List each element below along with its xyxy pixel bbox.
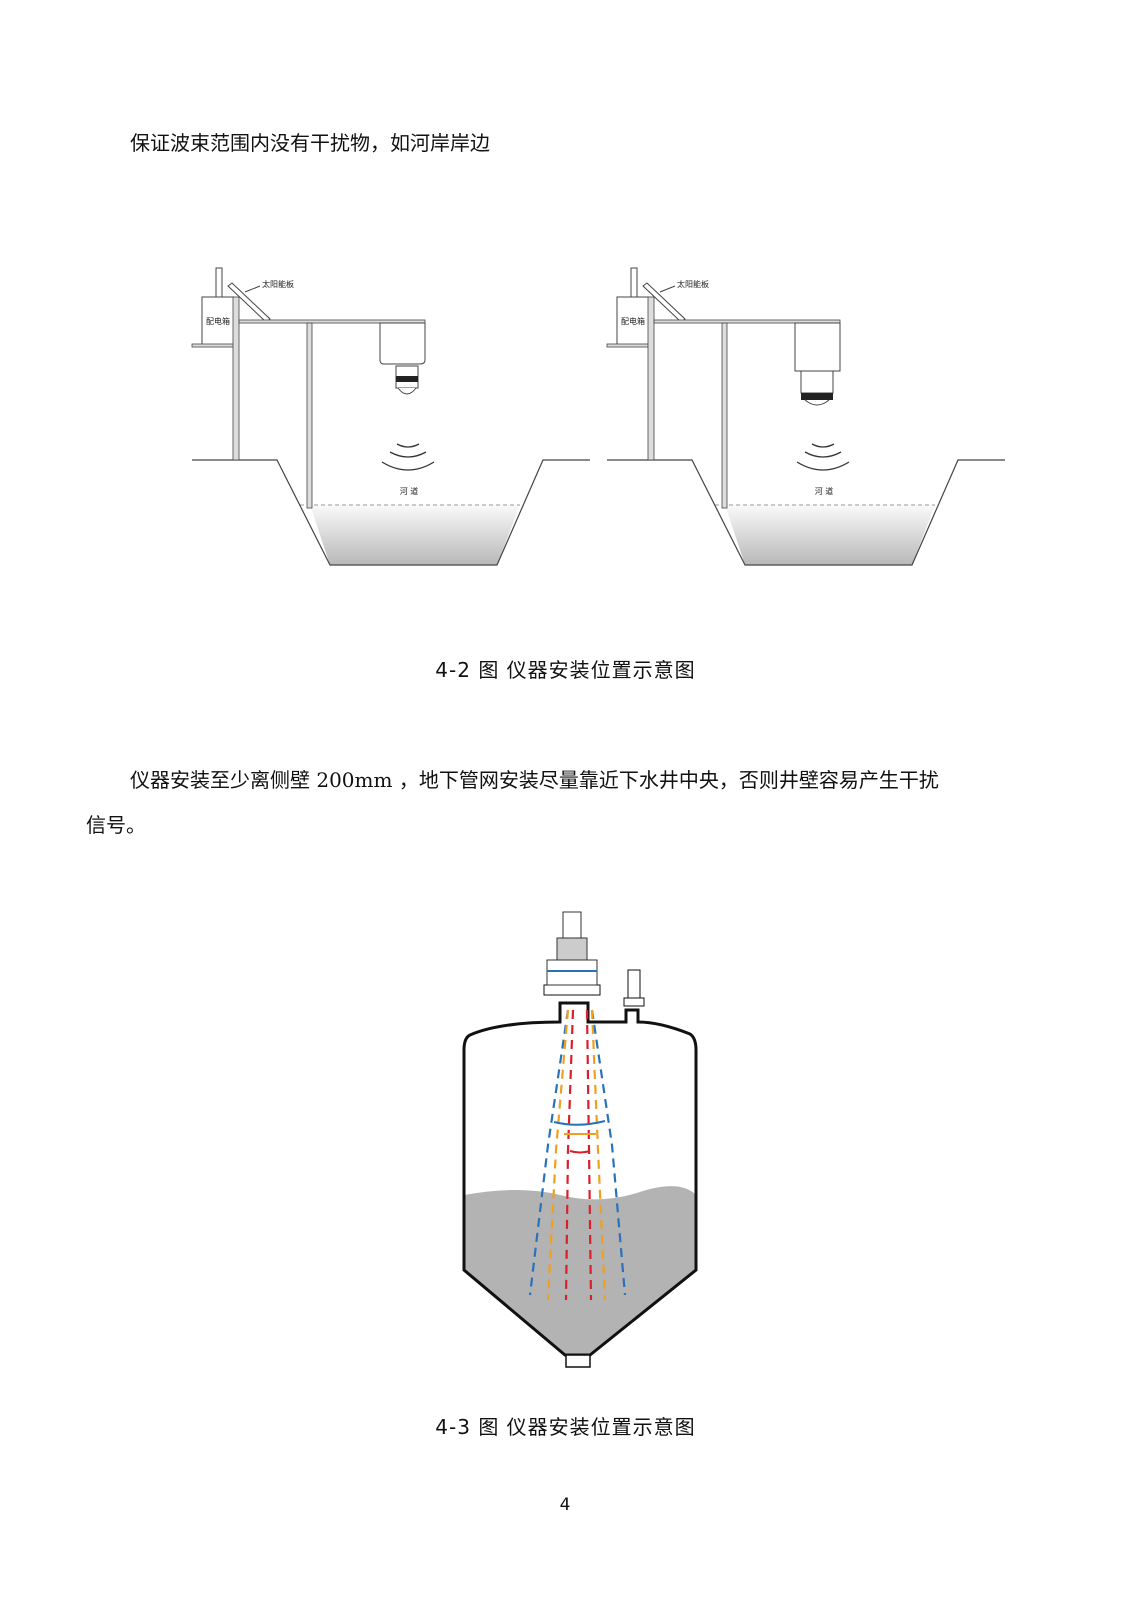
river-label: 河 道 xyxy=(815,486,834,496)
solar-panel-label: 太阳能板 xyxy=(677,279,709,289)
paragraph-install-distance: 仪器安装至少离侧壁 200mm ，地下管网安装尽量靠近下水井中央，否则井壁容易产… xyxy=(130,768,939,792)
river-bank xyxy=(192,459,590,566)
paragraph-install-distance-cont: 信号。 xyxy=(86,813,146,837)
tank-outline xyxy=(462,1001,698,1357)
sensor-flange xyxy=(543,984,601,996)
sensor-housing xyxy=(379,322,426,365)
paragraph-beam-clear: 保证波束范围内没有干扰物，如河岸岸边 xyxy=(130,131,490,155)
figure-river-install-right: 配电箱 太阳能板 河 道 xyxy=(606,267,1005,566)
solar-panel-label: 太阳能板 xyxy=(262,279,294,289)
solar-panel xyxy=(227,282,271,323)
figure-tank-install xyxy=(462,911,698,1368)
figure-4-3-caption: 4-3 图 仪器安装位置示意图 xyxy=(435,1415,696,1439)
river-water xyxy=(310,505,520,565)
figure-4-2-caption: 4-2 图 仪器安装位置示意图 xyxy=(435,658,696,682)
distribution-box xyxy=(201,296,235,346)
figure-river-install-left: 配电箱 太阳能板 河 道 xyxy=(191,267,590,566)
tank-liquid xyxy=(464,1186,696,1355)
river-label: 河 道 xyxy=(400,486,419,496)
distribution-box-label: 配电箱 xyxy=(206,316,230,326)
distribution-box-label: 配电箱 xyxy=(621,316,645,326)
page-number: 4 xyxy=(559,1495,572,1515)
wave-icon xyxy=(381,443,435,471)
